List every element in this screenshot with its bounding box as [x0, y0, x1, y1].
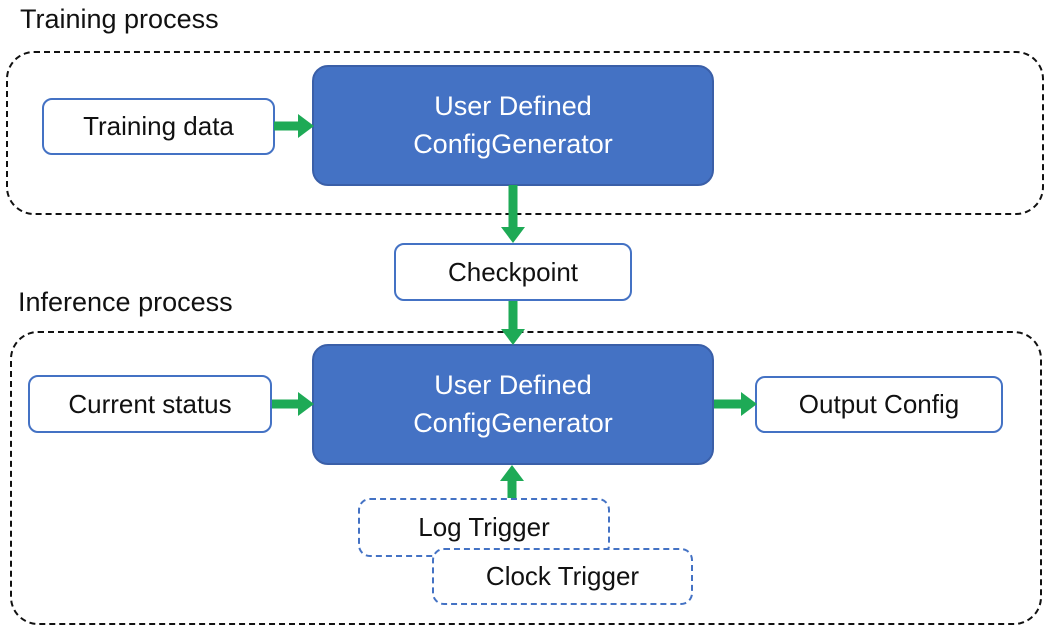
arrow-shaft	[508, 301, 518, 331]
generator-label-line2: ConfigGenerator	[413, 407, 613, 438]
generator-label-line1: User Defined	[434, 369, 592, 400]
arrow-generator-to-output-config	[714, 392, 757, 416]
arrowhead-down-icon	[501, 329, 525, 345]
arrow-shaft	[508, 185, 518, 229]
training-data-box: Training data	[42, 98, 275, 155]
arrow-generator-to-checkpoint	[501, 185, 525, 243]
generator-label-line2: ConfigGenerator	[413, 128, 613, 159]
inference-config-generator-box: User Defined ConfigGenerator	[312, 344, 714, 465]
training-config-generator-box: User Defined ConfigGenerator	[312, 65, 714, 186]
inference-process-boundary	[10, 331, 1042, 625]
arrow-shaft	[272, 399, 300, 409]
arrow-current-status-to-generator	[272, 392, 314, 416]
clock-trigger-box: Clock Trigger	[432, 548, 693, 605]
arrow-shaft	[274, 121, 300, 131]
arrowhead-right-icon	[298, 392, 314, 416]
log-trigger-box: Log Trigger	[358, 498, 610, 557]
generator-label-line1: User Defined	[434, 90, 592, 121]
training-process-label: Training process	[20, 4, 219, 34]
arrow-training-data-to-generator	[274, 114, 314, 138]
arrowhead-up-icon	[500, 465, 524, 481]
checkpoint-box: Checkpoint	[394, 243, 632, 301]
training-process-boundary	[6, 51, 1044, 215]
arrowhead-right-icon	[741, 392, 757, 416]
output-config-box: Output Config	[755, 376, 1003, 433]
arrowhead-down-icon	[501, 227, 525, 243]
inference-process-label: Inference process	[18, 287, 233, 317]
arrow-triggers-to-generator	[499, 465, 525, 498]
arrow-shaft	[507, 479, 517, 498]
current-status-box: Current status	[28, 375, 272, 433]
arrow-shaft	[714, 399, 743, 409]
arrowhead-right-icon	[298, 114, 314, 138]
arrow-checkpoint-to-generator	[501, 301, 525, 345]
